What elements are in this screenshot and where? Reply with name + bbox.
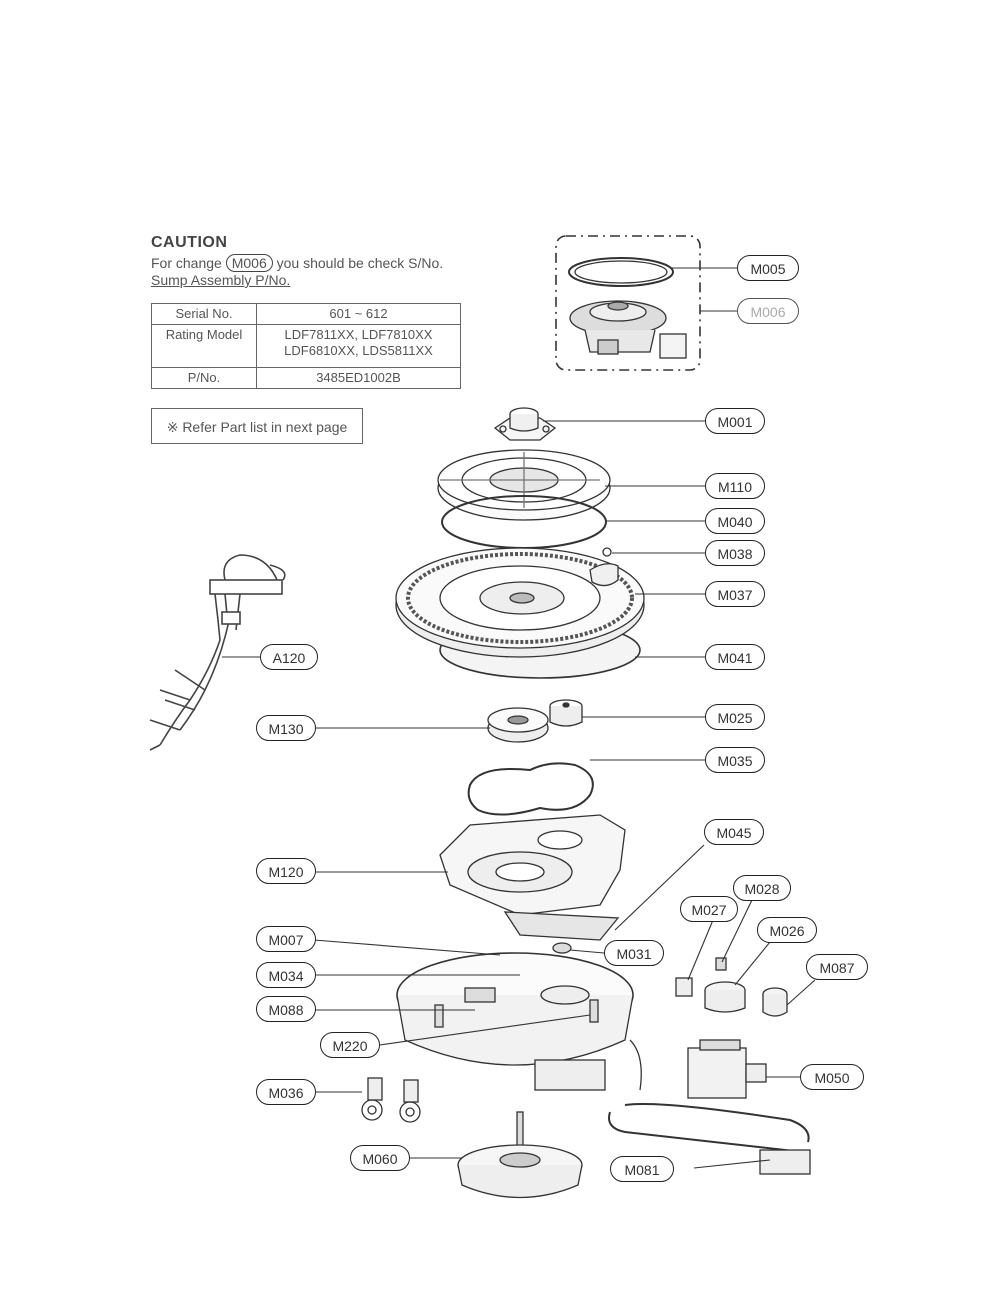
plug-part-icon bbox=[552, 942, 572, 954]
caution-suffix: you should be check S/No. bbox=[276, 255, 444, 271]
cap-valve-icon bbox=[762, 987, 788, 1017]
switch-part-icon bbox=[675, 977, 693, 997]
tab-part-icon bbox=[715, 957, 727, 971]
impeller-icon bbox=[487, 707, 549, 743]
callout-m026: M026 bbox=[757, 917, 817, 943]
table-cell-key: P/No. bbox=[151, 367, 257, 389]
bracket-pair-icon bbox=[361, 1077, 421, 1123]
table-row: Serial No. 601 ~ 612 bbox=[151, 303, 461, 325]
base-tub-icon bbox=[396, 952, 642, 1091]
callout-m036: M036 bbox=[256, 1079, 316, 1105]
caution-line-2: Sump Assembly P/No. bbox=[151, 272, 291, 288]
table-cell-value: LDF7811XX, LDF7810XX LDF6810XX, LDS5811X… bbox=[256, 324, 461, 368]
sump-housing-icon bbox=[439, 814, 626, 941]
callout-m027: M027 bbox=[680, 896, 738, 922]
spec-table: Serial No. 601 ~ 612 Rating Model LDF781… bbox=[151, 303, 461, 389]
callout-m005: M005 bbox=[737, 255, 799, 281]
caution-title: CAUTION bbox=[151, 234, 228, 251]
caution-line-1: For change M006 you should be check S/No… bbox=[151, 254, 481, 272]
sump-assembly-dashed-box bbox=[555, 235, 701, 371]
leader-lines bbox=[222, 267, 816, 1169]
callout-m081: M081 bbox=[610, 1156, 674, 1182]
drain-pump-icon bbox=[687, 1039, 767, 1099]
heater-element-icon bbox=[608, 1103, 811, 1175]
callout-m001: M001 bbox=[705, 408, 765, 434]
caution-part-callout: M006 bbox=[225, 254, 273, 272]
table-cell-key: Rating Model bbox=[151, 324, 257, 368]
callout-m041: M041 bbox=[705, 644, 765, 670]
table-row: Rating Model LDF7811XX, LDF7810XX LDF681… bbox=[151, 324, 461, 368]
filter-disc-icon bbox=[437, 449, 611, 521]
table-cell-value: 3485ED1002B bbox=[256, 367, 461, 389]
sensor-part-icon bbox=[704, 981, 746, 1013]
cap-part-icon bbox=[493, 407, 557, 441]
callout-m040: M040 bbox=[705, 508, 765, 534]
wire-harness-icon bbox=[149, 554, 286, 751]
motor-icon bbox=[457, 1111, 583, 1199]
table-cell-key: Serial No. bbox=[151, 303, 257, 325]
callout-m087: M087 bbox=[806, 954, 868, 980]
refer-note: ※ Refer Part list in next page bbox=[151, 408, 363, 444]
callout-m031: M031 bbox=[604, 940, 664, 966]
callout-a120: A120 bbox=[260, 644, 318, 670]
callout-m110: M110 bbox=[705, 473, 765, 499]
callout-m088: M088 bbox=[256, 996, 316, 1022]
small-clip-icon bbox=[602, 547, 612, 557]
callout-m050: M050 bbox=[800, 1064, 864, 1090]
callout-m007: M007 bbox=[256, 926, 316, 952]
table-row: P/No. 3485ED1002B bbox=[151, 367, 461, 389]
callout-m034: M034 bbox=[256, 962, 316, 988]
callout-m006: M006 bbox=[737, 298, 799, 324]
callout-m028: M028 bbox=[733, 875, 791, 901]
o-ring-icon bbox=[467, 762, 594, 816]
small-cap-icon bbox=[549, 699, 583, 727]
sump-assembly-icon bbox=[569, 300, 687, 359]
callout-m220: M220 bbox=[320, 1032, 380, 1058]
model-line-1: LDF7811XX, LDF7810XX bbox=[284, 327, 433, 342]
callout-m025: M025 bbox=[705, 704, 765, 730]
callout-m120: M120 bbox=[256, 858, 316, 884]
callout-m060: M060 bbox=[350, 1145, 410, 1171]
callout-m130: M130 bbox=[256, 715, 316, 741]
callout-m037: M037 bbox=[705, 581, 765, 607]
model-line-2: LDF6810XX, LDS5811XX bbox=[284, 343, 433, 358]
spray-disc-icon bbox=[395, 547, 645, 679]
table-cell-value: 601 ~ 612 bbox=[256, 303, 461, 325]
callout-m035: M035 bbox=[705, 747, 765, 773]
caution-prefix: For change bbox=[151, 255, 222, 271]
callout-m038: M038 bbox=[705, 540, 765, 566]
callout-m045: M045 bbox=[704, 819, 764, 845]
caution-block: CAUTION For change M006 you should be ch… bbox=[151, 234, 481, 288]
gasket-ring-icon bbox=[568, 257, 674, 287]
